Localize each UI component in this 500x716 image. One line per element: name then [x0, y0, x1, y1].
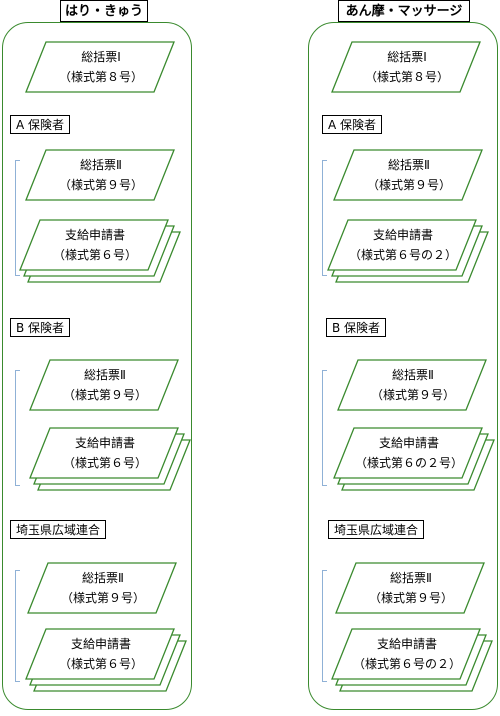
sheet-2: 総括票Ⅱ （様式第９号）: [337, 359, 488, 422]
shape-line2: （様式第９号）: [370, 388, 455, 402]
shape-line2: （様式第６の２号）: [354, 456, 463, 470]
section-label-a: A 保険者: [10, 115, 71, 134]
shape-line1: 総括票Ⅱ: [388, 158, 430, 172]
shape-line1: 支給申請書: [376, 637, 437, 651]
shape-line1: 支給申請書: [70, 637, 131, 651]
summary-sheet-1: 総括票Ⅰ （様式第８号）: [331, 41, 482, 104]
sheet-2: 総括票Ⅱ （様式第９号）: [335, 562, 486, 625]
shape-line1: 総括票Ⅱ: [390, 571, 432, 585]
sheet-2: 総括票Ⅱ （様式第９号）: [27, 562, 178, 625]
application-form-stack: 支給申請書 （様式第６号）: [25, 628, 187, 692]
shape-line2: （様式第９号）: [58, 178, 143, 192]
shape-line1: 総括票Ⅱ: [82, 571, 124, 585]
section-label-a: A 保険者: [322, 115, 383, 134]
shape-line2: （様式第６号）: [58, 657, 143, 671]
panel-left: [2, 22, 192, 710]
shape-line2: （様式第８号）: [364, 70, 449, 84]
section-label-b: B 保険者: [326, 318, 387, 337]
shape-line2: （様式第６号の２）: [352, 657, 461, 671]
section-bracket: [322, 570, 327, 682]
section-bracket: [15, 160, 20, 276]
section-bracket: [322, 370, 327, 486]
application-form-stack: 支給申請書 （様式第６号）: [19, 219, 181, 283]
shape-line1: 支給申請書: [74, 436, 135, 450]
sheet-2: 総括票Ⅱ （様式第９号）: [29, 359, 180, 422]
shape-line1: 支給申請書: [378, 436, 439, 450]
summary-sheet-1: 総括票Ⅰ （様式第８号）: [25, 41, 176, 104]
shape-line2: （様式第６号）: [52, 248, 137, 262]
panel-right: [308, 22, 498, 710]
section-bracket: [322, 160, 327, 276]
shape-line1: 総括票Ⅱ: [80, 158, 122, 172]
shape-line1: 総括票Ⅱ: [84, 368, 126, 382]
shape-line2: （様式第９号）: [366, 178, 451, 192]
application-form-stack: 支給申請書 （様式第６号）: [29, 427, 191, 491]
shape-line1: 支給申請書: [372, 228, 433, 242]
application-form-stack: 支給申請書 （様式第６の２号）: [333, 427, 495, 491]
shape-line2: （様式第９号）: [60, 591, 145, 605]
application-form-stack: 支給申請書 （様式第６号の２）: [327, 219, 489, 283]
sheet-2: 総括票Ⅱ （様式第９号）: [333, 149, 484, 212]
shape-line2: （様式第６号の２）: [348, 248, 457, 262]
section-label-saitama: 埼玉県広域連合: [328, 520, 425, 539]
shape-line2: （様式第６号）: [62, 456, 147, 470]
section-label-b: B 保険者: [10, 318, 71, 337]
shape-line1: 支給申請書: [64, 228, 125, 242]
sheet-2: 総括票Ⅱ （様式第９号）: [25, 149, 176, 212]
shape-line2: （様式第８号）: [58, 70, 143, 84]
shape-line1: 総括票Ⅰ: [387, 50, 427, 64]
section-label-saitama: 埼玉県広域連合: [10, 520, 107, 539]
shape-line1: 総括票Ⅰ: [81, 50, 121, 64]
shape-line2: （様式第９号）: [62, 388, 147, 402]
section-bracket: [15, 370, 20, 486]
column-title-right: あん摩・マッサージ: [338, 0, 470, 22]
shape-line1: 総括票Ⅱ: [392, 368, 434, 382]
section-bracket: [15, 570, 20, 682]
column-title-left: はり・きゅう: [60, 0, 148, 22]
shape-line2: （様式第９号）: [368, 591, 453, 605]
application-form-stack: 支給申請書 （様式第６号の２）: [331, 628, 493, 692]
